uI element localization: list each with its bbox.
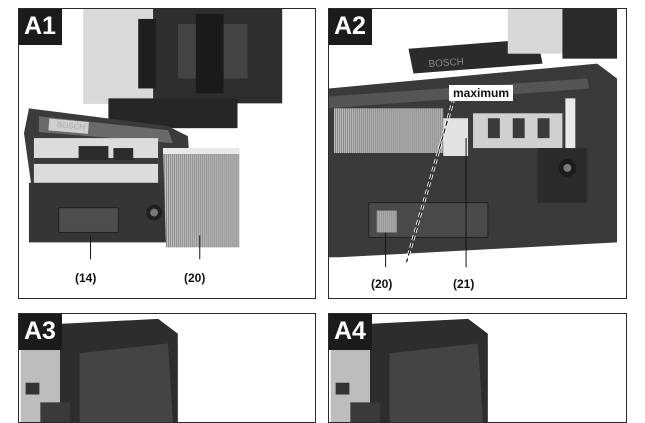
a2-brand-logo: BOSCH (428, 57, 464, 70)
a2-illustration: BOSCH (329, 9, 618, 268)
panel-a1: A1 BOSCH (14) (18, 8, 316, 299)
a2-maximum-label: maximum (449, 85, 514, 101)
panel-label-a1: A1 (19, 9, 62, 45)
a1-brand-logo: BOSCH (56, 120, 85, 131)
a1-callout-14: (14) (75, 271, 97, 285)
a1-illustration: BOSCH (23, 9, 283, 260)
panel-a4: A4 (328, 313, 627, 423)
panel-label-a2: A2 (329, 9, 372, 45)
a2-callout-21: (21) (453, 277, 475, 291)
panel-label-a4: A4 (329, 314, 372, 350)
a4-illustration (330, 318, 488, 422)
panel-a2: A2 BOSCH (328, 8, 627, 299)
a3-illustration (20, 318, 178, 422)
a2-callout-20: (20) (371, 277, 393, 291)
panel-label-a3: A3 (19, 314, 62, 350)
panel-a3: A3 (18, 313, 316, 423)
a1-callout-20: (20) (184, 271, 206, 285)
